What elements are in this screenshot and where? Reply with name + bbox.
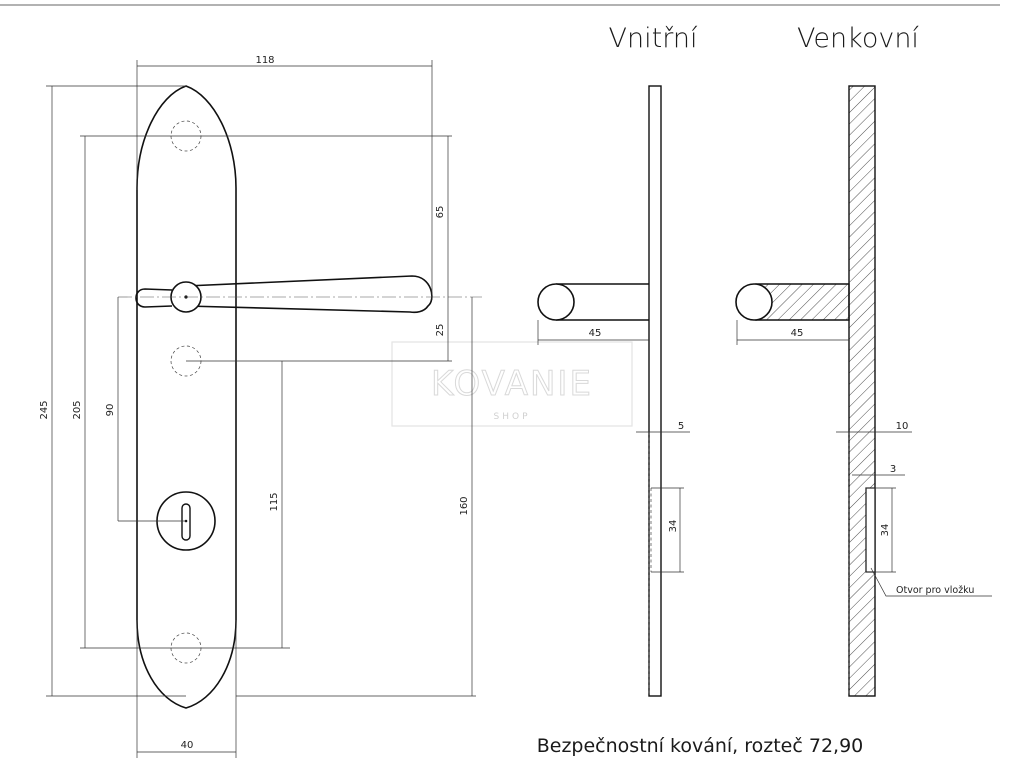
- dim-plate-bottom-width: 40: [181, 740, 194, 751]
- dim-outer-cylinder: 34: [880, 524, 891, 537]
- lever-handle: [185, 275, 433, 314]
- dim-handle-to-bottom: 160: [459, 496, 470, 515]
- outer-cylinder-recess: [865, 487, 876, 573]
- dim-outer-recess: 3: [890, 464, 896, 475]
- watermark-subtext: SHOP: [494, 412, 531, 422]
- inner-plate-section: [648, 85, 662, 697]
- watermark-text: KOVANIE: [431, 364, 593, 404]
- drawing-caption: Bezpečnostní kování, rozteč 72,90: [537, 735, 864, 757]
- dim-handle-to-key: 90: [105, 404, 116, 417]
- inner-side-view: [537, 85, 690, 697]
- dim-inner-depth: 45: [589, 328, 602, 339]
- dim-inner-thickness: 5: [678, 421, 684, 432]
- lever-tail: [135, 288, 173, 308]
- dim-outer-thickness: 10: [896, 421, 909, 432]
- escutcheon-plate: [136, 85, 237, 709]
- cylinder-hole-note: Otvor pro vložku: [896, 585, 974, 596]
- dim-outer-depth: 45: [791, 328, 804, 339]
- dim-screw-spacing: 205: [72, 400, 83, 419]
- dim-handle-offset: 65: [435, 206, 446, 219]
- dim-inner-cylinder: 34: [668, 520, 679, 533]
- outer-side-view: [735, 85, 992, 697]
- dim-key-to-screw: 115: [269, 492, 280, 511]
- outer-plate-section: [848, 85, 876, 697]
- inner-handle-end: [537, 283, 575, 321]
- inner-handle-neck: [556, 283, 649, 321]
- heading-inner: Vnitřní: [609, 23, 698, 54]
- dim-plate-height: 245: [39, 400, 50, 419]
- outer-handle-end: [735, 283, 773, 321]
- dim-plate-width: 118: [255, 55, 274, 66]
- watermark: KOVANIE SHOP: [391, 341, 633, 427]
- heading-outer: Venkovní: [797, 23, 919, 54]
- dim-handle-to-screw: 25: [435, 324, 446, 337]
- front-view: [46, 60, 482, 758]
